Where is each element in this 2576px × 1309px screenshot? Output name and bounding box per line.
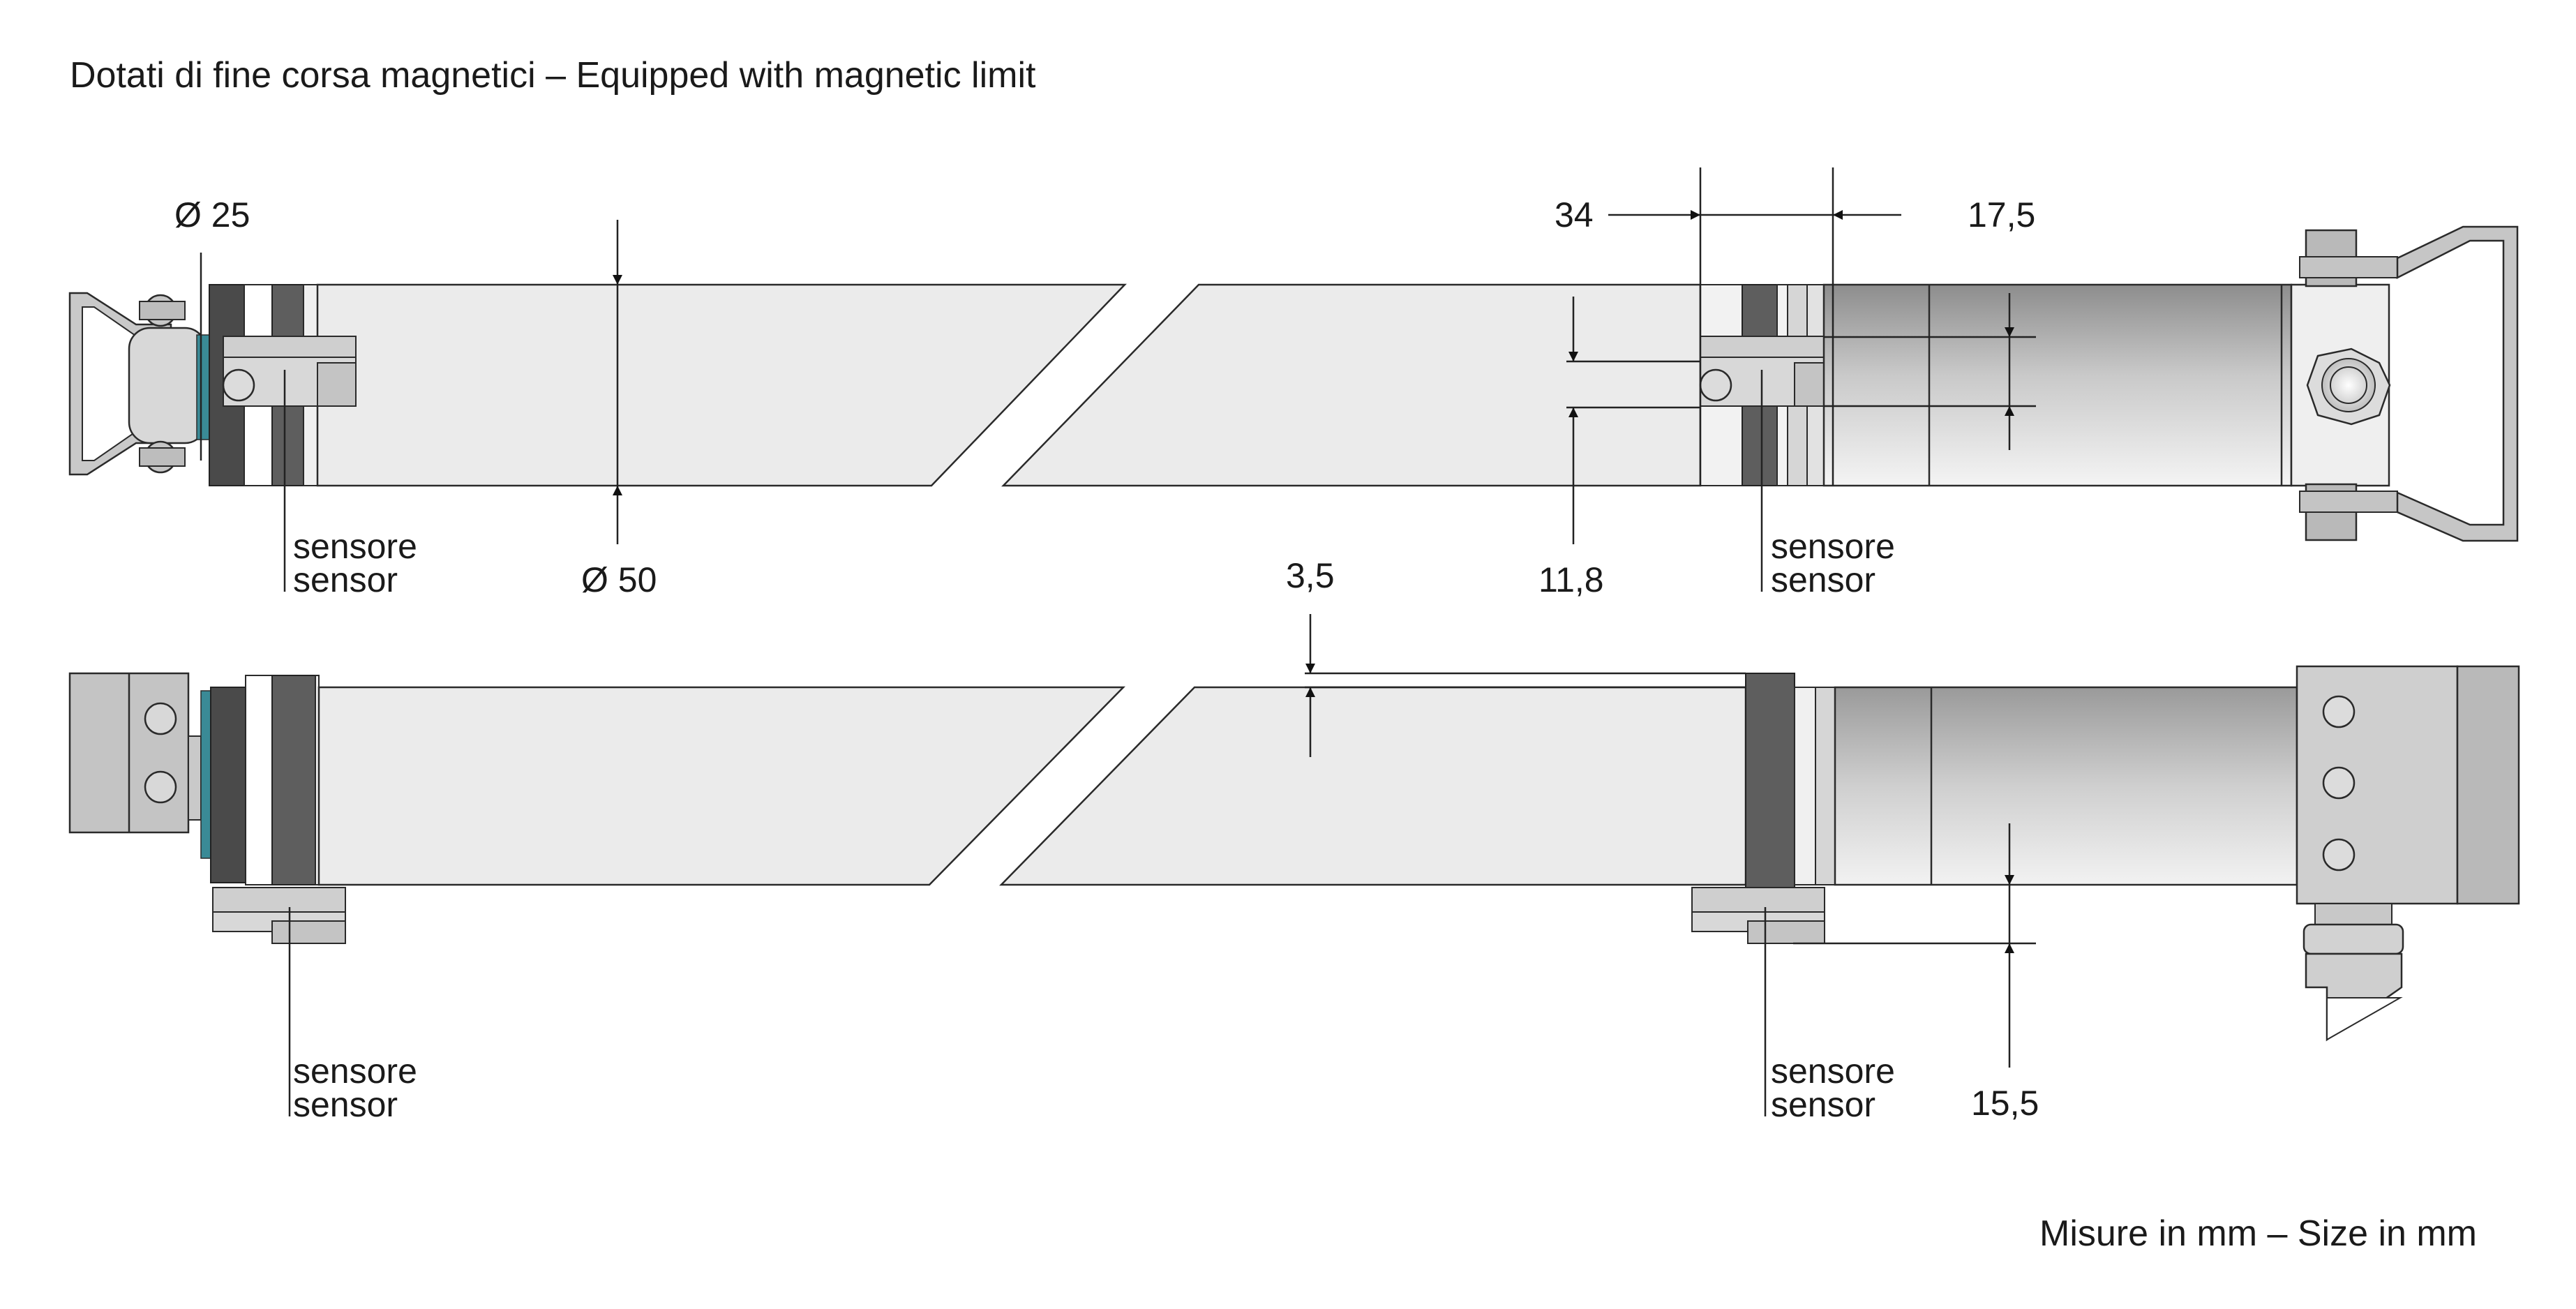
- page-title: Dotati di fine corsa magnetici – Equippe…: [70, 55, 1036, 96]
- sensor-right-label-en: sensor: [1771, 560, 1875, 599]
- bottom-cylinder-head: [1834, 686, 2298, 886]
- sensor-right-label-it: sensore: [1771, 527, 1895, 566]
- sensor-bottom-left-label-it: sensore: [293, 1052, 417, 1091]
- cylinder-tube-left: [316, 283, 1127, 487]
- dia-50-label: Ø 50: [581, 560, 657, 599]
- cylinder-head: [1822, 283, 2293, 487]
- bottom-tube-left: [317, 686, 1125, 886]
- top-view: 34 17,5 11,8 Ø 50 Ø 25 sensore sensor se…: [68, 167, 2519, 599]
- sensor-bottom-right-label-it: sensore: [1771, 1052, 1895, 1091]
- sensor-left-label-it: sensore: [293, 527, 417, 566]
- dim-3-5-label: 3,5: [1286, 556, 1335, 595]
- sensor-bottom-left-label-en: sensor: [293, 1085, 398, 1124]
- sensor-left: [222, 336, 357, 407]
- sensor-bottom-right: [1691, 887, 1825, 944]
- dim-15-5-label: 15,5: [1971, 1084, 2039, 1123]
- sensor-left-label-en: sensor: [293, 560, 398, 599]
- dim-11-8-label: 11,8: [1538, 560, 1604, 599]
- bottom-fitting: [2302, 903, 2404, 1042]
- bottom-view: 3,5 15,5 sensore sensor sensore sensor: [68, 556, 2520, 1124]
- dia-25-label: Ø 25: [174, 195, 250, 234]
- units-note: Misure in mm – Size in mm: [2039, 1213, 2477, 1254]
- cylinder-tube-right: [1001, 283, 1702, 487]
- sensor-bottom-right-label-en: sensor: [1771, 1085, 1875, 1124]
- bottom-tube-right: [999, 686, 1747, 886]
- dim-17-5-label: 17,5: [1968, 195, 2035, 234]
- dim-34-label: 34: [1555, 195, 1594, 234]
- sensor-right: [1699, 336, 1834, 407]
- bottom-rear-block: [2296, 665, 2459, 905]
- hex-nut: [2306, 347, 2391, 426]
- right-clevis: [2299, 225, 2519, 542]
- left-clevis: [68, 292, 210, 476]
- sensor-bottom-left: [212, 887, 346, 944]
